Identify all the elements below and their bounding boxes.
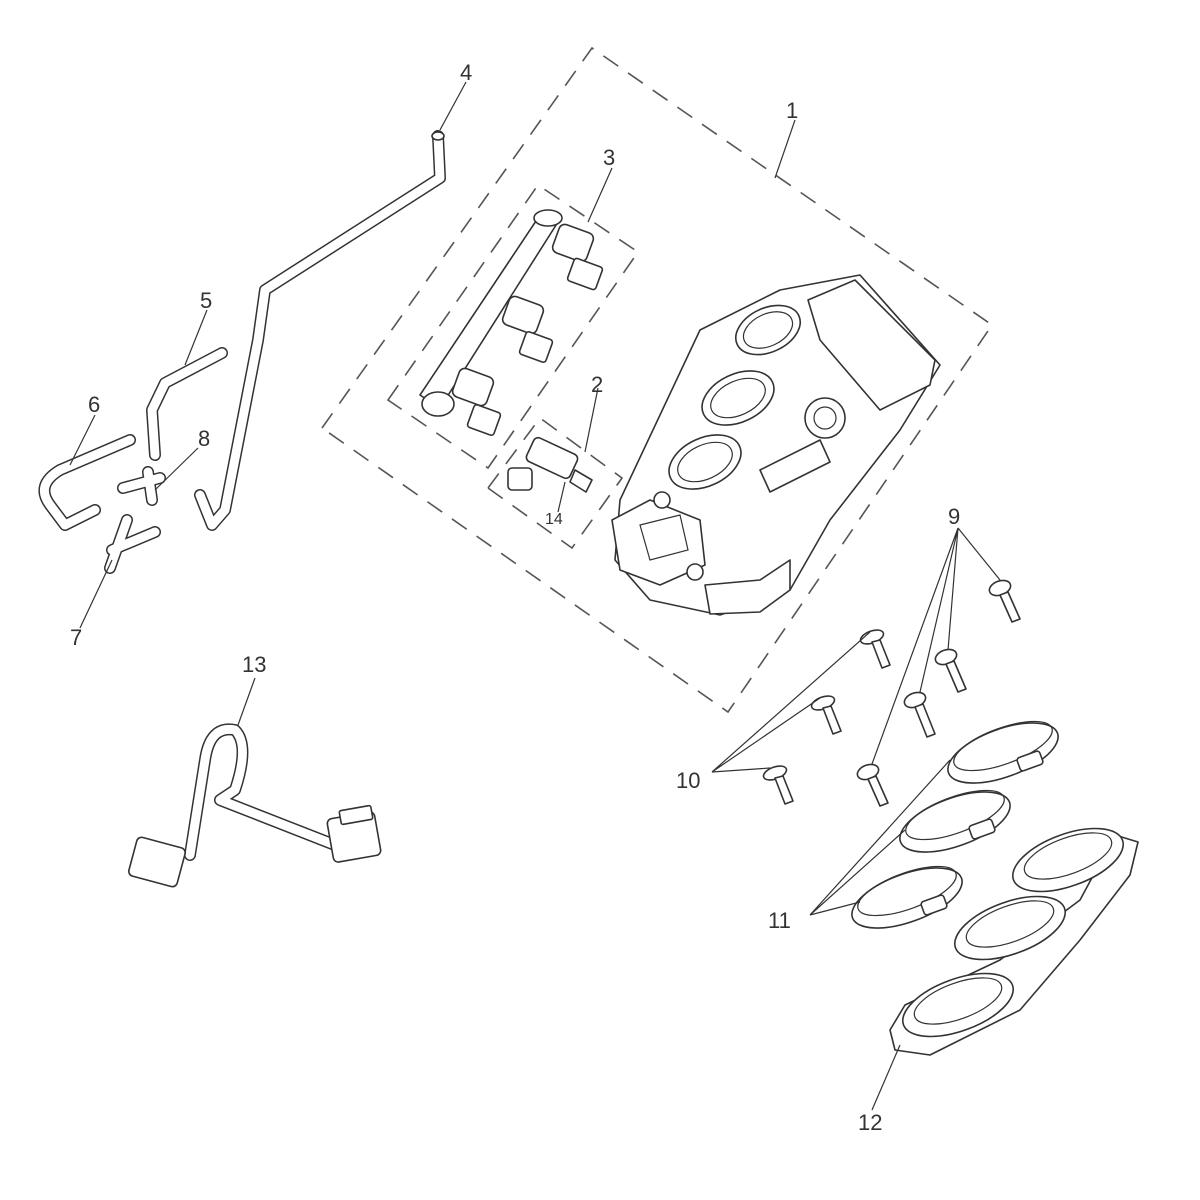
screw-9b [934, 648, 967, 693]
assembly-2-boundary [486, 416, 624, 550]
manifold-part-12 [889, 827, 1139, 1056]
screws-part-10 [762, 629, 891, 805]
hose-part-5 [146, 347, 228, 461]
t-fitting-part-8 [117, 466, 166, 506]
callout-2: 2 [591, 372, 603, 397]
screw-9c [903, 691, 936, 738]
callout-7: 7 [70, 625, 82, 650]
callout-1: 1 [786, 98, 798, 123]
leader-lines [69, 81, 1001, 1111]
callout-10: 10 [676, 768, 700, 793]
callout-8: 8 [198, 426, 210, 451]
clamp-11a [947, 720, 1059, 784]
clamp-11b [899, 789, 1011, 853]
screw-9d [856, 763, 889, 807]
screw-10c [762, 765, 794, 805]
clamp-11c [851, 865, 963, 929]
clamps-part-11 [851, 720, 1059, 929]
callout-12: 12 [858, 1110, 882, 1135]
callout-14: 14 [545, 511, 563, 528]
fuel-rail-part-3 [419, 209, 604, 437]
screw-10a [859, 629, 891, 669]
callout-13: 13 [242, 652, 266, 677]
callout-3: 3 [603, 145, 615, 170]
injector-middle [501, 295, 554, 364]
callout-5: 5 [200, 288, 212, 313]
screw-10b [810, 695, 842, 735]
throttle-body-part-1 [611, 274, 941, 616]
injector-lower [451, 367, 502, 437]
callout-9: 9 [948, 504, 960, 529]
screws-part-9 [856, 579, 1021, 807]
callouts: 1 2 3 4 5 6 7 8 9 10 11 12 13 14 [70, 60, 960, 1135]
callout-6: 6 [88, 392, 100, 417]
injector-upper [551, 223, 604, 291]
y-connector-part-7 [104, 514, 161, 574]
callout-11: 11 [768, 908, 791, 933]
callout-4: 4 [460, 60, 472, 85]
assembly-1-boundary [320, 46, 994, 714]
hose-part-4 [194, 130, 446, 531]
sensor-part-2 [507, 436, 593, 493]
hose-part-6 [38, 434, 136, 531]
screw-9a [988, 579, 1021, 623]
harness-part-13 [127, 723, 382, 888]
